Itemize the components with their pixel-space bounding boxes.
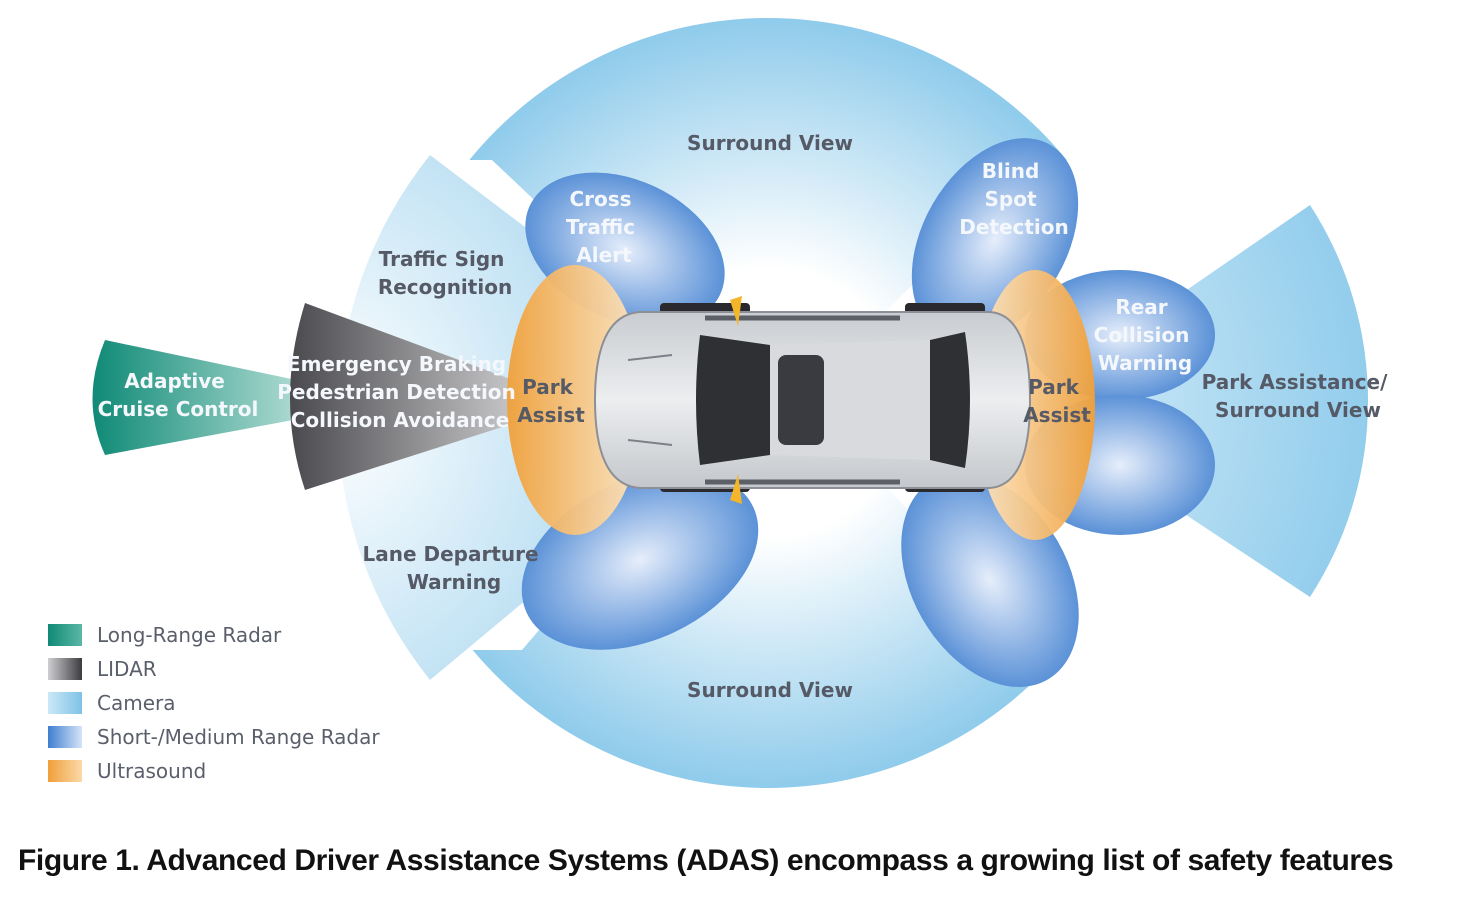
- legend-label-camera: Camera: [97, 691, 176, 715]
- cross-traffic-alert-line-2: Traffic: [566, 215, 635, 239]
- legend: Long-Range Radar LIDAR Camera Short-/Med…: [48, 623, 380, 783]
- rear-collision-line-1: Rear: [1115, 295, 1167, 319]
- park-assist-rear-label: Park Assist: [1023, 375, 1091, 427]
- acc-line-1: Adaptive: [124, 369, 225, 393]
- cross-traffic-alert-line-1: Cross: [569, 187, 631, 211]
- lidar-line-1: Emergency Braking: [287, 352, 506, 376]
- park-assist-front-line-1: Park: [522, 375, 573, 399]
- lidar-line-3: Collision Avoidance: [291, 408, 510, 432]
- traffic-sign-recognition-label: Traffic Sign Recognition: [378, 247, 512, 299]
- legend-swatch-long-range-radar: [48, 624, 82, 646]
- cross-traffic-alert-label: Cross Traffic Alert: [566, 187, 642, 267]
- park-assist-front-line-2: Assist: [517, 403, 585, 427]
- cross-traffic-alert-line-3: Alert: [576, 243, 632, 267]
- lane-departure-line-1: Lane Departure: [362, 542, 538, 566]
- lidar-functions-label: Emergency Braking Pedestrian Detection C…: [277, 352, 523, 432]
- long-range-radar-zone: [92, 340, 320, 455]
- lidar-zone: [290, 303, 540, 490]
- lane-departure-line-2: Warning: [407, 570, 501, 594]
- rear-collision-line-2: Collision: [1094, 323, 1190, 347]
- car-top-view: [593, 296, 1032, 504]
- acc-line-2: Cruise Control: [98, 397, 259, 421]
- legend-swatch-short-medium-range-radar: [48, 726, 82, 748]
- park-assist-rear-line-2: Assist: [1023, 403, 1091, 427]
- park-assist-rear-line-1: Park: [1028, 375, 1079, 399]
- legend-swatch-ultrasound: [48, 760, 82, 782]
- legend-label-short-medium-range-radar: Short-/Medium Range Radar: [97, 725, 380, 749]
- park-assistance-line-2: Surround View: [1215, 398, 1381, 422]
- legend-label-ultrasound: Ultrasound: [97, 759, 206, 783]
- park-assistance-line-1: Park Assistance/: [1202, 370, 1389, 394]
- surround-view-bottom-label: Surround View: [687, 678, 853, 702]
- adaptive-cruise-control-label: Adaptive Cruise Control: [98, 369, 259, 421]
- park-assistance-surround-label: Park Assistance/ Surround View: [1202, 370, 1395, 422]
- lidar-line-2: Pedestrian Detection: [277, 380, 516, 404]
- legend-label-lidar: LIDAR: [97, 657, 157, 681]
- traffic-sign-line-2: Recognition: [378, 275, 512, 299]
- legend-label-long-range-radar: Long-Range Radar: [97, 623, 282, 647]
- legend-swatch-camera: [48, 692, 82, 714]
- traffic-sign-line-1: Traffic Sign: [379, 247, 505, 271]
- lane-departure-warning-label: Lane Departure Warning: [362, 542, 545, 594]
- blind-spot-line-3: Detection: [959, 215, 1069, 239]
- rear-collision-warning-label: Rear Collision Warning: [1094, 295, 1197, 375]
- blind-spot-detection-label: Blind Spot Detection: [959, 159, 1069, 239]
- blind-spot-line-2: Spot: [985, 187, 1037, 211]
- legend-swatch-lidar: [48, 658, 82, 680]
- park-assist-front-label: Park Assist: [517, 375, 585, 427]
- surround-view-top-label: Surround View: [687, 131, 853, 155]
- rear-camera-zone: [1020, 205, 1369, 597]
- blind-spot-line-1: Blind: [982, 159, 1040, 183]
- figure-caption: Figure 1. Advanced Driver Assistance Sys…: [18, 844, 1394, 877]
- rear-collision-line-3: Warning: [1098, 351, 1192, 375]
